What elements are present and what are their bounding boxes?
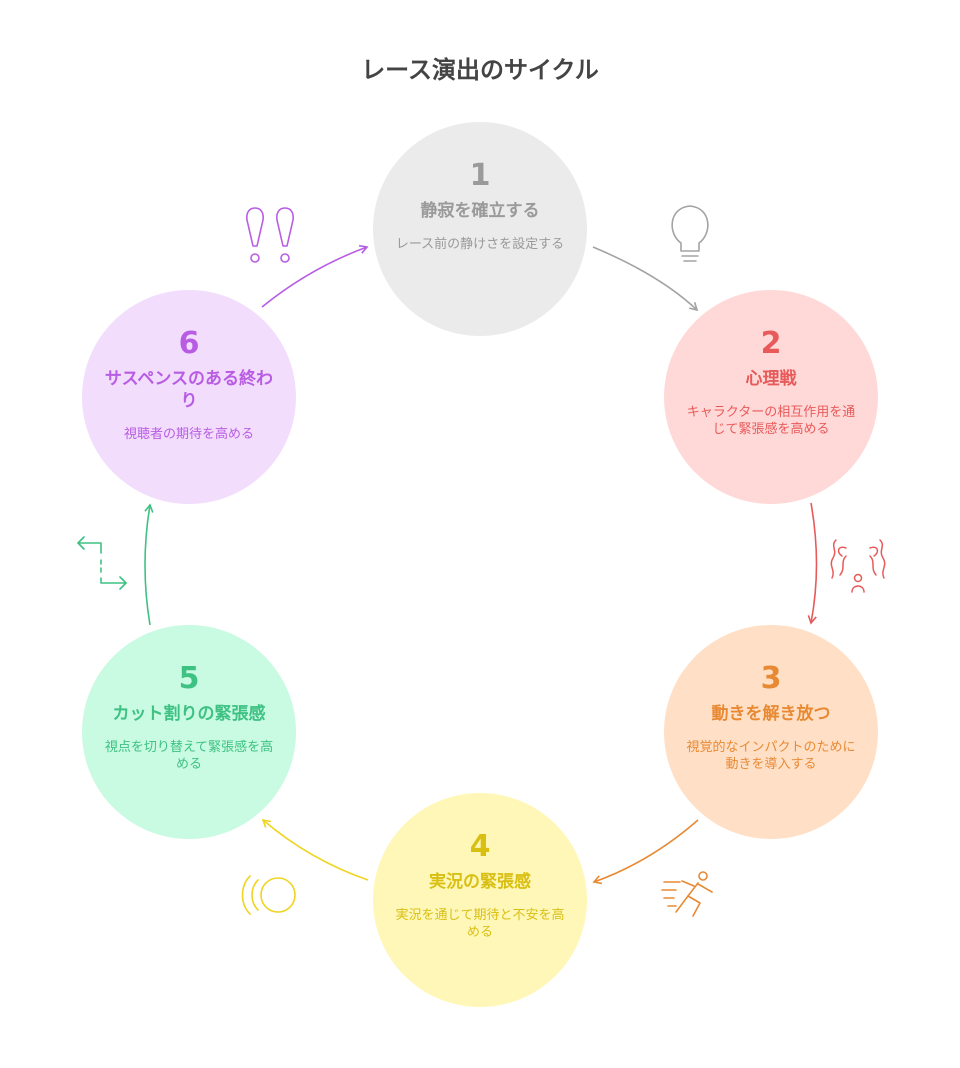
step-description: 視聴者の期待を高める — [123, 427, 254, 442]
step-node-1: 1 静寂を確立する レース前の静けさを設定する — [373, 122, 587, 336]
step-number: 2 — [760, 326, 782, 361]
step-title: カット割りの緊張感 — [112, 704, 266, 724]
arrow-2-to-3 — [807, 502, 818, 625]
lightbulb-icon — [671, 205, 709, 262]
step-number: 3 — [760, 661, 782, 696]
switch-arrows-icon — [77, 536, 127, 590]
step-number: 5 — [178, 661, 200, 696]
arrow-6-to-1 — [261, 244, 369, 308]
running-person-icon — [661, 871, 713, 917]
sound-waves-icon — [241, 875, 296, 915]
arrow-5-to-6 — [144, 503, 154, 626]
step-number: 6 — [178, 326, 200, 361]
step-node-6: 6 サスペンスのある終わり 視聴者の期待を高める — [82, 290, 296, 504]
step-title: 静寂を確立する — [420, 201, 540, 221]
arrow-4-to-5 — [261, 818, 369, 881]
step-number: 4 — [469, 829, 491, 864]
step-title: サスペンスのある終わり — [104, 369, 274, 411]
step-description: 実況を通じて期待と不安を高める — [395, 908, 565, 940]
step-title: 実況の緊張感 — [429, 872, 531, 892]
arrow-1-to-2 — [592, 246, 699, 312]
step-number: 1 — [469, 158, 491, 193]
step-description: レース前の静けさを設定する — [395, 237, 565, 252]
step-title: 心理戦 — [745, 369, 797, 389]
step-node-2: 2 心理戦 キャラクターの相互作用を通じて緊張感を高める — [664, 290, 878, 504]
double-exclamation-icon — [246, 207, 294, 263]
step-description: 視覚的なインパクトのために動きを導入する — [686, 740, 856, 772]
arrow-3-to-4 — [592, 819, 699, 885]
step-title: 動きを解き放つ — [711, 704, 831, 724]
step-description: キャラクターの相互作用を通じて緊張感を高める — [686, 405, 856, 437]
step-node-4: 4 実況の緊張感 実況を通じて期待と不安を高める — [373, 793, 587, 1007]
tension-people-icon — [830, 539, 886, 593]
step-node-3: 3 動きを解き放つ 視覚的なインパクトのために動きを導入する — [664, 625, 878, 839]
step-node-5: 5 カット割りの緊張感 視点を切り替えて緊張感を高める — [82, 625, 296, 839]
step-description: 視点を切り替えて緊張感を高める — [104, 740, 274, 772]
diagram-title: レース演出のサイクル — [361, 56, 599, 84]
